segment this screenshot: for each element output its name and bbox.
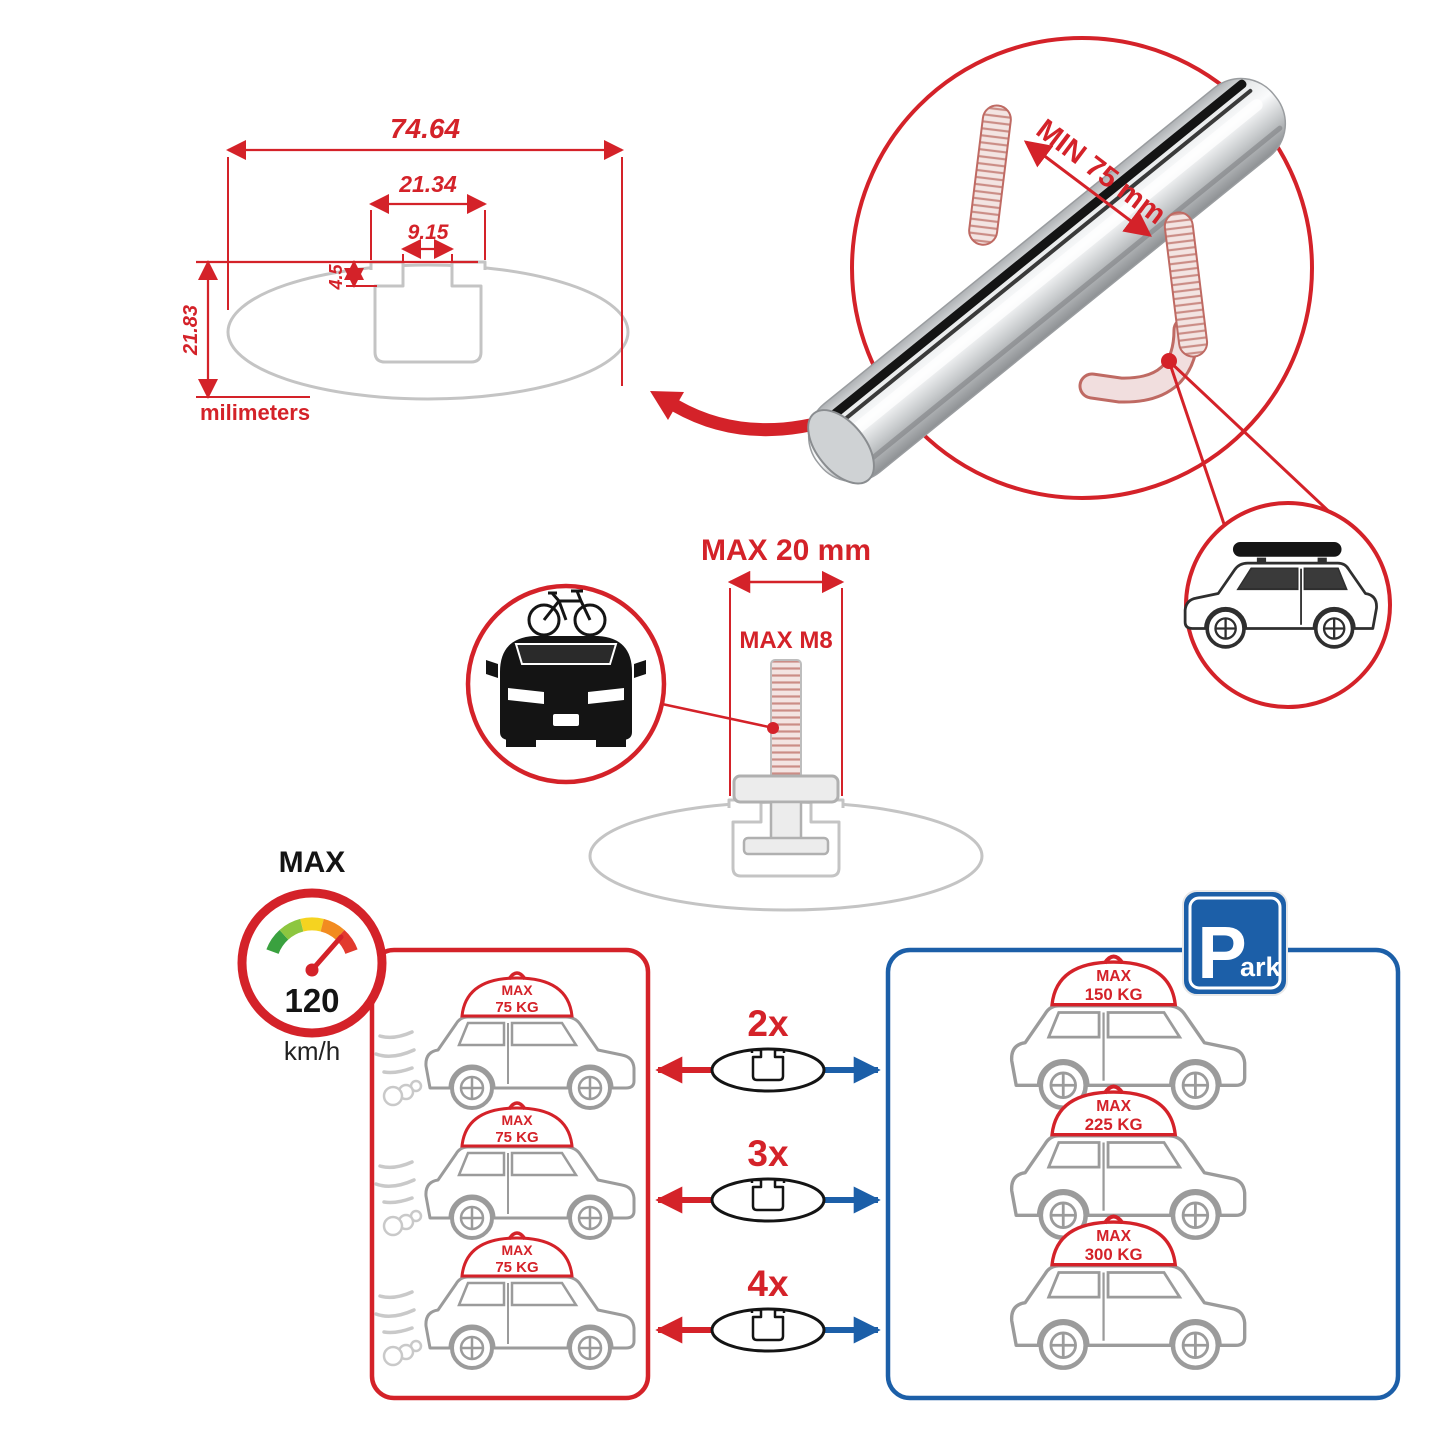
dim-lip-depth: 4.5 (326, 259, 377, 291)
bike-car-leader-line (661, 702, 770, 729)
bike-car-callout (465, 583, 667, 785)
speedometer-dial (237, 888, 387, 1038)
speedometer: MAX 120 km/h (237, 846, 387, 1066)
dim-slot-inner-label: 9.15 (408, 221, 449, 244)
dim-total-width: 74.64 (225, 113, 625, 386)
roof-bag-weight-label: 150 KG (1085, 985, 1143, 1004)
speedometer-unit: km/h (284, 1036, 340, 1066)
roof-bag-max-label: MAX (1096, 1098, 1131, 1115)
multiplier-row-1: 2x (655, 1003, 881, 1093)
roof-bag-weight-label: 225 KG (1085, 1115, 1143, 1134)
multiplier-label: 2x (747, 1003, 789, 1044)
parked-car-3: MAX 300 KG (1012, 1214, 1245, 1367)
roof-bag-weight-label: 300 KG (1085, 1245, 1143, 1264)
roof-box (1232, 542, 1342, 557)
bike-icon (527, 589, 607, 637)
parked-car-1: MAX 150 KG (1012, 954, 1245, 1107)
park-sign-letter: P (1197, 911, 1246, 994)
bar-end-cap (807, 409, 875, 485)
driving-car-3: MAX 75 KG (374, 1231, 636, 1370)
u-bolt-rear (968, 104, 1012, 246)
roof-bag-max-label: MAX (501, 982, 533, 998)
u-bolt-front (1078, 211, 1209, 404)
dim-height-label: 21.83 (180, 305, 202, 356)
unit-label: milimeters (200, 400, 310, 425)
driving-car-1: MAX 75 KG (374, 971, 636, 1110)
speedometer-hub (305, 963, 319, 977)
multiplier-row-3: 4x (655, 1263, 881, 1353)
dim-height: 21.83 (180, 259, 310, 400)
roof-bag-max-label: MAX (501, 1242, 533, 1258)
speedometer-max-label: MAX (279, 846, 346, 879)
thread-dot (767, 722, 779, 734)
roof-bag-max-label: MAX (501, 1112, 533, 1128)
multiplier-label: 3x (747, 1133, 789, 1174)
parked-car-2: MAX 225 KG (1012, 1084, 1245, 1237)
roof-bag-max-label: MAX (1096, 1228, 1131, 1245)
bar-profile-outline (369, 260, 487, 364)
callout-line-left (1167, 360, 1226, 525)
driving-car-2: MAX 75 KG (374, 1101, 636, 1240)
car-front-icon (486, 636, 646, 747)
crossbar-count-icon (710, 1047, 826, 1093)
crossbar-count-icon (710, 1307, 826, 1353)
roof-bag-max-label: MAX (1096, 968, 1131, 985)
dim-slot-inner: 9.15 (400, 221, 455, 263)
park-sign-suffix: ark (1240, 952, 1282, 982)
max-width-label: MAX 20 mm (701, 534, 871, 567)
roof-bag-weight-label: 75 KG (495, 1129, 538, 1146)
bolt-section: MAX 20 mm MAX M8 (465, 534, 984, 912)
crossbar-count-icon (710, 1177, 826, 1223)
roof-bag-weight-label: 75 KG (495, 999, 538, 1016)
dim-lip-depth-label: 4.5 (326, 264, 346, 291)
suv-side-icon (1183, 542, 1379, 649)
bolt-icon (732, 659, 840, 856)
dim-slot-outer: 21.34 (368, 171, 488, 260)
vehicle-callout (1183, 501, 1392, 709)
max-thread-label: MAX M8 (739, 627, 832, 654)
callout-line-right (1167, 359, 1340, 522)
roof-bag-weight-label: 75 KG (495, 1259, 538, 1276)
dim-max-width (727, 570, 845, 796)
dim-slot-outer-label: 21.34 (398, 171, 457, 197)
speedometer-value: 120 (284, 982, 339, 1019)
multiplier-row-2: 3x (655, 1133, 881, 1223)
bar-photo-callout: MIN 75 mm (807, 36, 1340, 525)
multiplier-label: 4x (747, 1263, 789, 1304)
park-sign: P ark (1182, 890, 1288, 996)
profile-ellipse (226, 263, 630, 401)
cross-section-diagram: 74.64 21.34 9.15 4.5 21.83 (180, 113, 630, 425)
speedometer-needle (309, 934, 344, 973)
dim-total-width-label: 74.64 (390, 113, 460, 144)
